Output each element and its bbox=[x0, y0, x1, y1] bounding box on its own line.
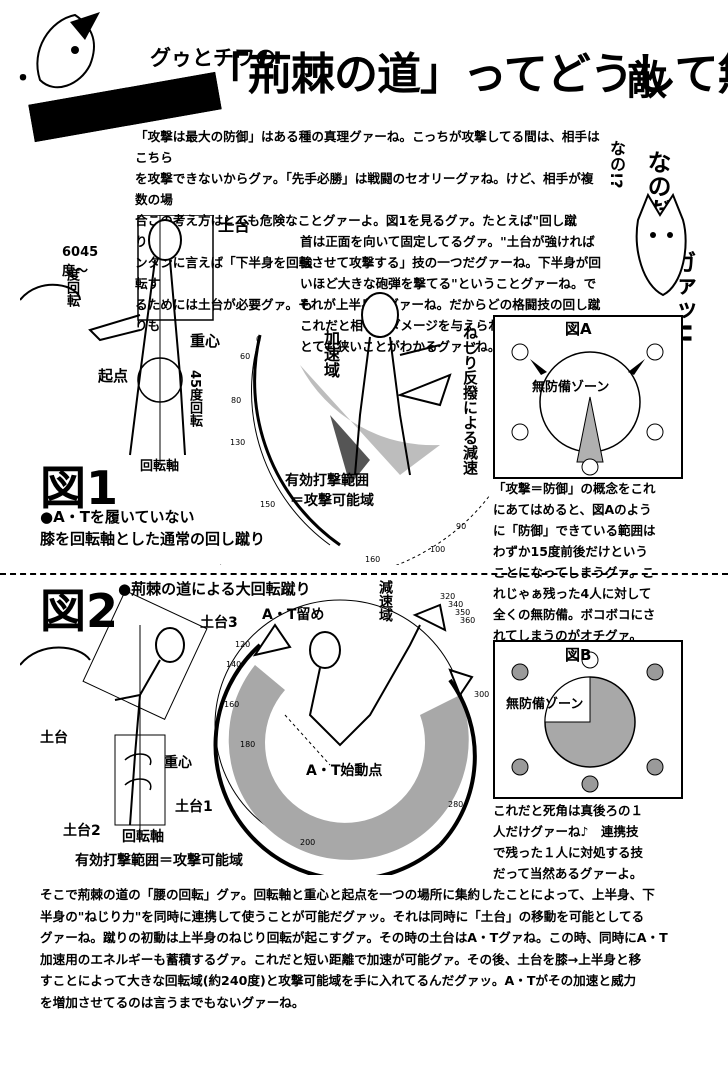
figA-line: 「攻撃＝防御」の概念をこれ bbox=[493, 481, 656, 496]
fig1-45deg: 45度回転 bbox=[187, 370, 202, 428]
header-banner bbox=[28, 71, 222, 143]
figA-zone: 無防備ゾーン bbox=[532, 380, 610, 395]
fig1-kiten: 起点 bbox=[98, 367, 129, 385]
intro-line: とても狭いことがわかるグァーね。 bbox=[300, 339, 501, 354]
figA-line: に「防御」できている範囲は bbox=[493, 523, 656, 538]
bottom-line: 加速用のエネルギーも蓄積するグァ。これだと短い距離で加速が可能グァ。その後、土台… bbox=[40, 951, 642, 967]
fig1-tick: 100 bbox=[430, 545, 446, 554]
fig1-tick: 130 bbox=[230, 438, 246, 447]
fig2-tick: 140 bbox=[226, 660, 242, 669]
fig2-tick: 180 bbox=[240, 740, 256, 749]
fig2-yuko: 有効打撃範囲＝攻撃可能域 bbox=[75, 853, 243, 869]
figB-line: 人だけグァーね♪ 連携技 bbox=[493, 824, 639, 839]
fig2-tick: 350 bbox=[455, 608, 471, 617]
header-characters: グゥとチワの bbox=[150, 46, 276, 70]
fig2-tick: 200 bbox=[300, 838, 316, 847]
fig1-caption-1: ●A・Tを履いていない bbox=[40, 508, 195, 526]
figA-line: れじゃぁ残った4人に対して bbox=[493, 586, 652, 601]
figB-zone: 無防備ゾーン bbox=[506, 697, 584, 712]
intro-line: いほど大きな砲弾を撃てる"ということグァーね。でも bbox=[300, 276, 597, 312]
fig2-tick: 120 bbox=[235, 640, 251, 649]
fig2-tick: 320 bbox=[440, 592, 456, 601]
intro-line: を攻撃できないからグァ。「先手必勝」は戦闘のセオリーグァね。けど、相手が複数の場 bbox=[135, 171, 594, 207]
fig2-tick: 280 bbox=[448, 800, 464, 809]
figA-line: 全くの無防備。ボコボコにさ bbox=[493, 607, 656, 622]
figB-diagram bbox=[511, 651, 664, 793]
page-title: 「荊棘の道」ってどうして無 bbox=[205, 49, 728, 100]
header-bullet: ・ bbox=[10, 64, 37, 94]
bottom-line: 半身の"ねじり力"を同時に連携して使うことが可能だグァッ。それは同時に「土台」の… bbox=[40, 908, 645, 924]
fig2-label: 図2 bbox=[40, 584, 119, 638]
fig2-tick: 360 bbox=[460, 616, 476, 625]
bottom-text: そこで荊棘の道の「腰の回転」グァ。回転軸と重心と起点を一つの場所に集約したことに… bbox=[40, 884, 700, 1013]
figA-line: ことになってしまうグァ。こ bbox=[493, 565, 655, 580]
figB-line: これだと死角は真後ろの１ bbox=[493, 803, 644, 818]
fig2-tick: 340 bbox=[448, 600, 464, 609]
bottom-line: そこで荊棘の道の「腰の回転」グァ。回転軸と重心と起点を一つの場所に集約したことに… bbox=[40, 887, 655, 902]
fig2-tick: 160 bbox=[224, 700, 240, 709]
crow-mascot-icon bbox=[36, 12, 100, 89]
fig2-dodai3: 土台3 bbox=[200, 615, 238, 631]
fig1-yuko-2: ＝攻撃可能域 bbox=[290, 493, 374, 509]
fig1-diagram bbox=[20, 215, 491, 565]
fig1-tick: 60 bbox=[240, 352, 251, 361]
bottom-line: グァーね。蹴りの初動は上半身のねじり回転が起こすグァ。その時の土台はA・Tグァね… bbox=[40, 930, 668, 945]
figA-box bbox=[493, 315, 683, 479]
fig1-kaitenjiku: 回転軸 bbox=[140, 459, 180, 474]
fig2-diagram bbox=[20, 590, 477, 875]
figB-line: だって当然あるグァーよ。 bbox=[493, 866, 643, 881]
fig1-tick: 90 bbox=[456, 522, 467, 531]
fig2-at-tome: A・T留め bbox=[262, 607, 325, 623]
fig1-genkai: ねじり反撥による減速 bbox=[461, 325, 479, 475]
section-divider bbox=[0, 573, 728, 575]
fig2-caption: ●荊棘の道による大回転蹴り bbox=[118, 580, 311, 598]
fig1-dodai: 土台 bbox=[218, 216, 251, 235]
fig1-tick: 150 bbox=[260, 500, 276, 509]
fig1-tick: 160 bbox=[365, 555, 381, 564]
figA-line: れてしまうのがオチグァ。 bbox=[493, 628, 643, 643]
fig1-tick: 80 bbox=[231, 396, 242, 405]
fig1-jushin: 重心 bbox=[190, 332, 221, 350]
figB-box bbox=[493, 640, 683, 799]
intro-line: 首は正面を向いて固定してるグァ。"土台が強ければ強 bbox=[300, 234, 595, 270]
fig1-angle-60: 6045度～ bbox=[62, 245, 99, 279]
fig1-caption-2: 膝を回転軸とした通常の回し蹴り bbox=[40, 530, 266, 548]
figA-text: 「攻撃＝防御」の概念をこれ にあてはめると、図Aのよう に「防御」できている範囲… bbox=[493, 478, 693, 646]
fig2-kaitenjiku: 回転軸 bbox=[122, 829, 164, 845]
fig2-dodai1: 土台1 bbox=[175, 799, 213, 815]
bottom-line: を増加させてるのは言うまでもないグァーね。 bbox=[40, 994, 305, 1010]
intro-line: ンタンに言えば「下半身を回転させて攻撃する」技の一つだグァーね。下半身が回転す bbox=[135, 255, 601, 291]
figB-text: これだと死角は真後ろの１ 人だけグァーね♪ 連携技 で残った１人に対処する技 だ… bbox=[493, 800, 693, 884]
fig2-at-start: A・T始動点 bbox=[306, 763, 383, 779]
intro-line: 「攻撃は最大の防御」はある種の真理グァーね。こっちが攻撃してる間は、相手はこちら bbox=[135, 129, 600, 165]
figB-label: 図B bbox=[565, 646, 592, 664]
fig1-label: 図1 bbox=[40, 461, 119, 515]
fig2-tick: 300 bbox=[474, 690, 490, 699]
fig1-kaiten: 度回転 bbox=[64, 268, 79, 307]
figA-diagram bbox=[511, 343, 664, 476]
bottom-line: すことによって大きな回転域(約240度)と攻撃可能域を手に入れてるんだグァッ。A… bbox=[40, 973, 637, 988]
figB-line: で残った１人に対処する技 bbox=[493, 845, 644, 860]
fig2-dodai: 土台 bbox=[40, 730, 68, 746]
fig1-tick: 0 bbox=[256, 335, 262, 344]
shout-small: なの!? bbox=[607, 140, 626, 189]
figA-label: 図A bbox=[565, 320, 592, 338]
cat-mascot-icon bbox=[635, 192, 687, 297]
fig1-yuko-1: 有効打撃範囲 bbox=[285, 473, 369, 489]
fig2-jushin: 重心 bbox=[164, 755, 192, 771]
figA-line: わずか15度前後だけという bbox=[493, 544, 648, 559]
fig2-gensoku: 減速域 bbox=[377, 580, 393, 622]
title-side-char: 敵 bbox=[627, 58, 667, 104]
figA-line: にあてはめると、図Aのよう bbox=[493, 502, 652, 517]
fig1-kasoku: 加速域 bbox=[321, 330, 340, 378]
fig2-dodai2: 土台2 bbox=[63, 823, 101, 839]
